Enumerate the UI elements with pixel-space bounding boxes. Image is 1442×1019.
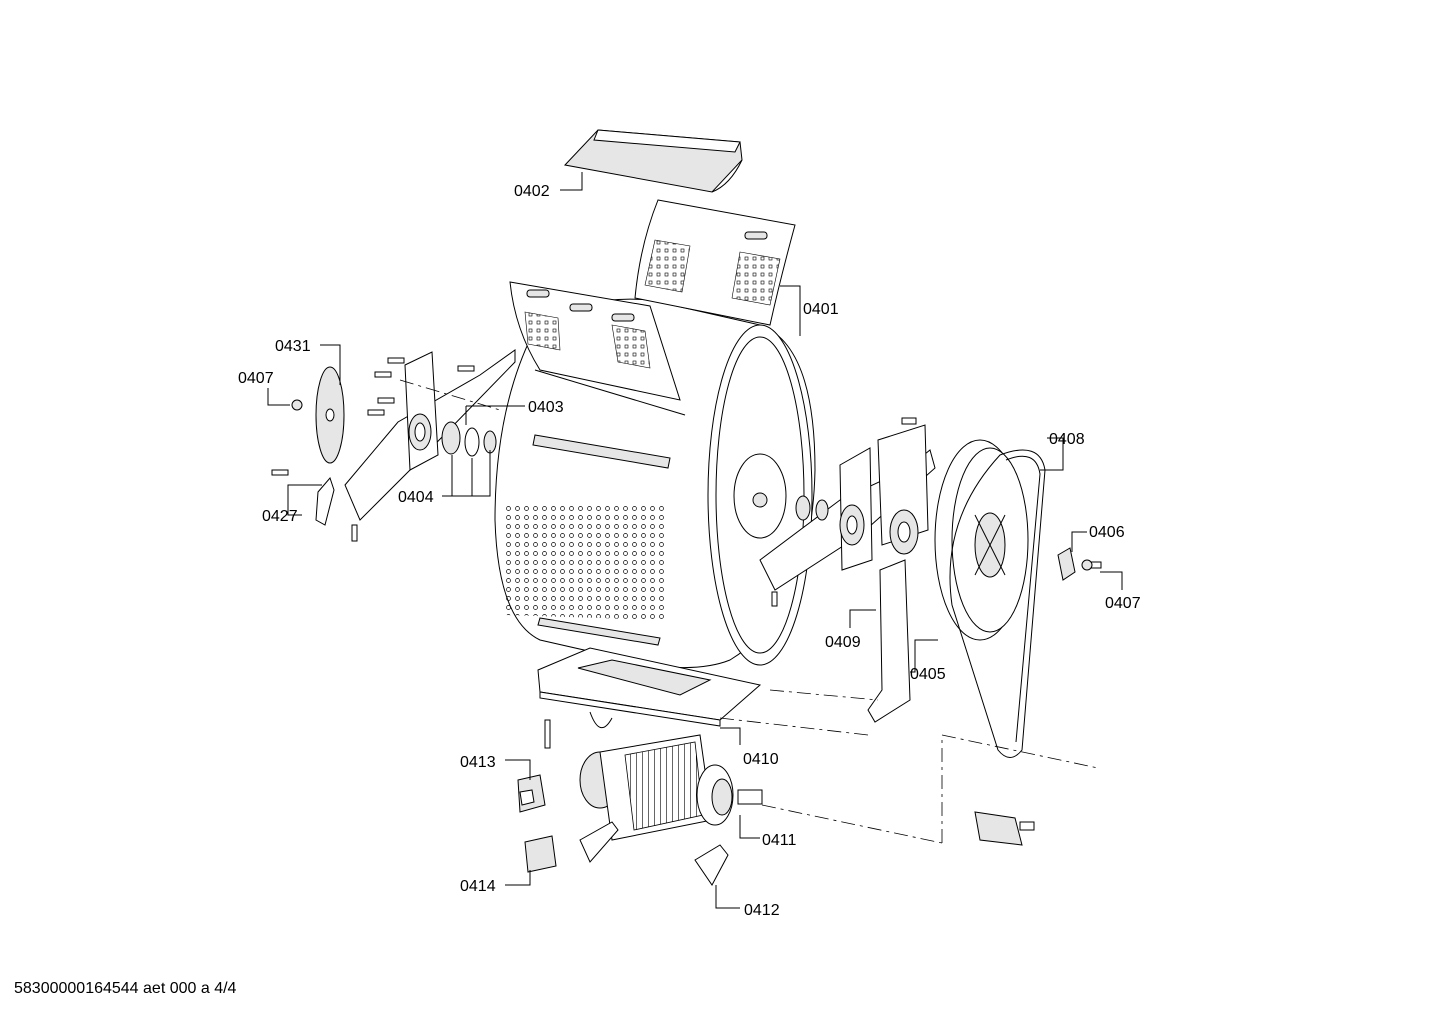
motor-frame-part (537, 647, 762, 749)
motor-part (579, 734, 763, 886)
top-cover-part (564, 129, 743, 193)
callout-0413: 0413 (460, 754, 496, 771)
callout-0427: 0427 (262, 508, 298, 525)
right-bracket-part (759, 417, 936, 607)
left-bracket-part (271, 349, 516, 542)
callout-0404: 0404 (398, 489, 434, 506)
leader-lines (267, 172, 1123, 909)
drive-belt-part (949, 449, 1046, 758)
callout-0412: 0412 (744, 902, 780, 919)
callout-0431: 0431 (275, 338, 311, 355)
callout-0403: 0403 (528, 399, 564, 416)
callout-0407-left: 0407 (238, 370, 274, 387)
callout-0402: 0402 (514, 183, 550, 200)
document-code: 58300000164544 aet 000 a 4/4 (14, 980, 237, 997)
capacitor-part (974, 811, 1035, 846)
nut-bolt-right-part (1057, 547, 1102, 581)
callout-0411: 0411 (762, 832, 797, 849)
callout-0410: 0410 (743, 751, 779, 768)
callout-0406: 0406 (1089, 524, 1125, 541)
support-leg-part (867, 559, 911, 723)
alignment-lines (399, 379, 1099, 844)
connector-part (517, 774, 557, 873)
pulley-part (934, 439, 1029, 641)
callout-0407-right: 0407 (1105, 595, 1141, 612)
callout-0405: 0405 (910, 666, 946, 683)
callout-0401: 0401 (803, 301, 839, 318)
callout-0408: 0408 (1049, 431, 1085, 448)
callout-0414: 0414 (460, 878, 496, 895)
callout-0409: 0409 (825, 634, 861, 651)
drum-lid-part (509, 199, 796, 401)
